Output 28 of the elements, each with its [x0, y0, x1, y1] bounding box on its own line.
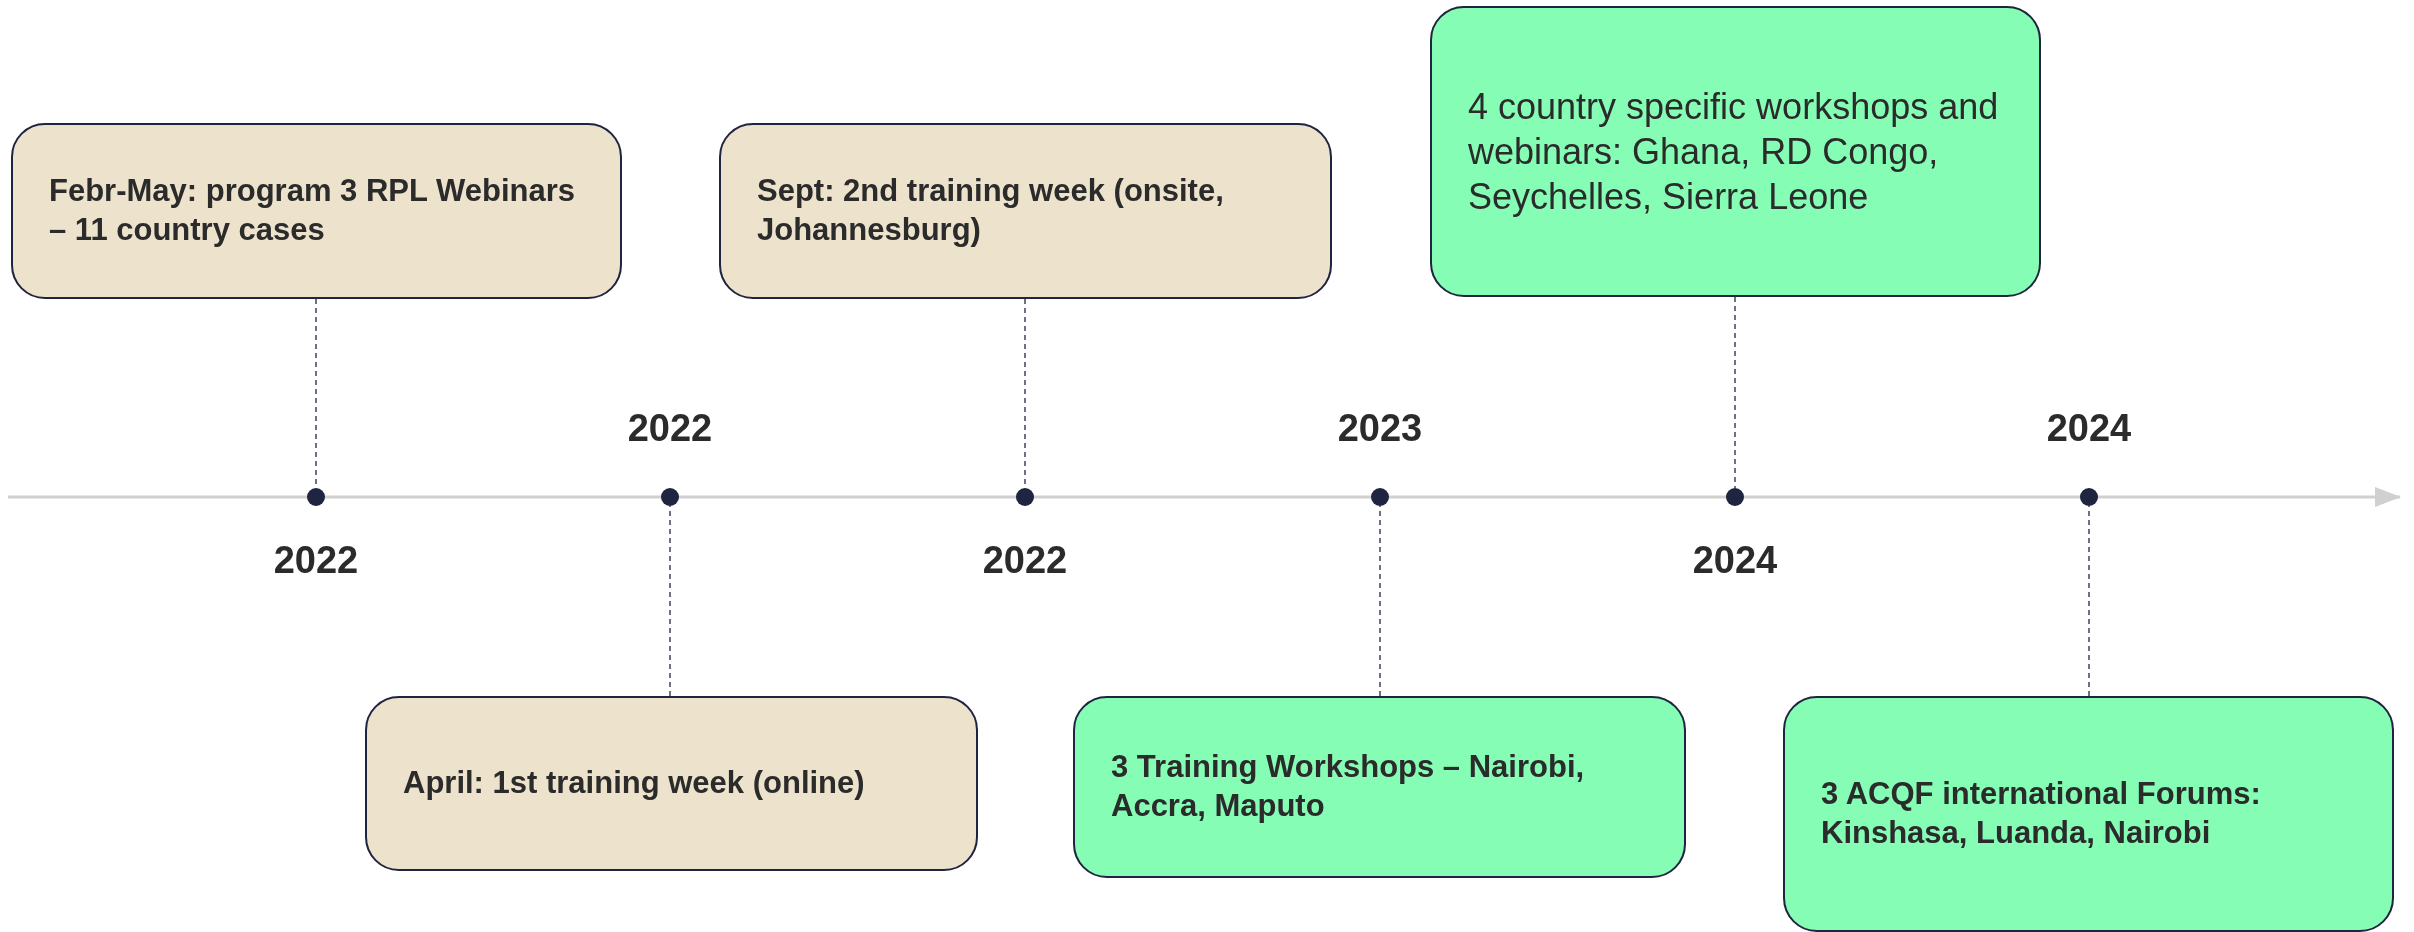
leader-line — [2088, 505, 2090, 697]
event-card — [1073, 696, 1686, 878]
leader-line — [669, 505, 671, 697]
timeline-dot — [661, 488, 679, 506]
timeline-dot — [1371, 488, 1389, 506]
event-card — [365, 696, 978, 871]
year-label: 2022 — [272, 539, 360, 582]
event-text: Febr-May: program 3 RPL Webinars – 11 country cases — [49, 172, 576, 249]
timeline-dot — [1016, 488, 1034, 506]
event-text: 4 country specific workshops and webinars: Ghana, RD Congo, Seychelles, Sierra Leone — [1468, 85, 2000, 219]
year-label: 2023 — [1336, 407, 1424, 450]
event-card — [1783, 696, 2394, 932]
leader-line — [1734, 296, 1736, 489]
year-label: 2022 — [981, 539, 1069, 582]
event-card — [11, 123, 622, 299]
year-label: 2024 — [2045, 407, 2133, 450]
year-label: 2024 — [1691, 539, 1779, 582]
event-card — [1430, 6, 2041, 297]
timeline-dot — [307, 488, 325, 506]
timeline-dot — [1726, 488, 1744, 506]
timeline-dot — [2080, 488, 2098, 506]
year-label: 2022 — [626, 407, 714, 450]
event-text: 3 ACQF international Forums: Kinshasa, Luanda, Nairobi — [1821, 775, 2262, 852]
event-text: 3 Training Workshops – Nairobi, Accra, Maputo — [1111, 748, 1586, 825]
event-text: April: 1st training week (online) — [403, 764, 865, 803]
leader-line — [1379, 505, 1381, 697]
event-card — [719, 123, 1332, 299]
event-text: Sept: 2nd training week (onsite, Johannesburg) — [757, 172, 1225, 249]
